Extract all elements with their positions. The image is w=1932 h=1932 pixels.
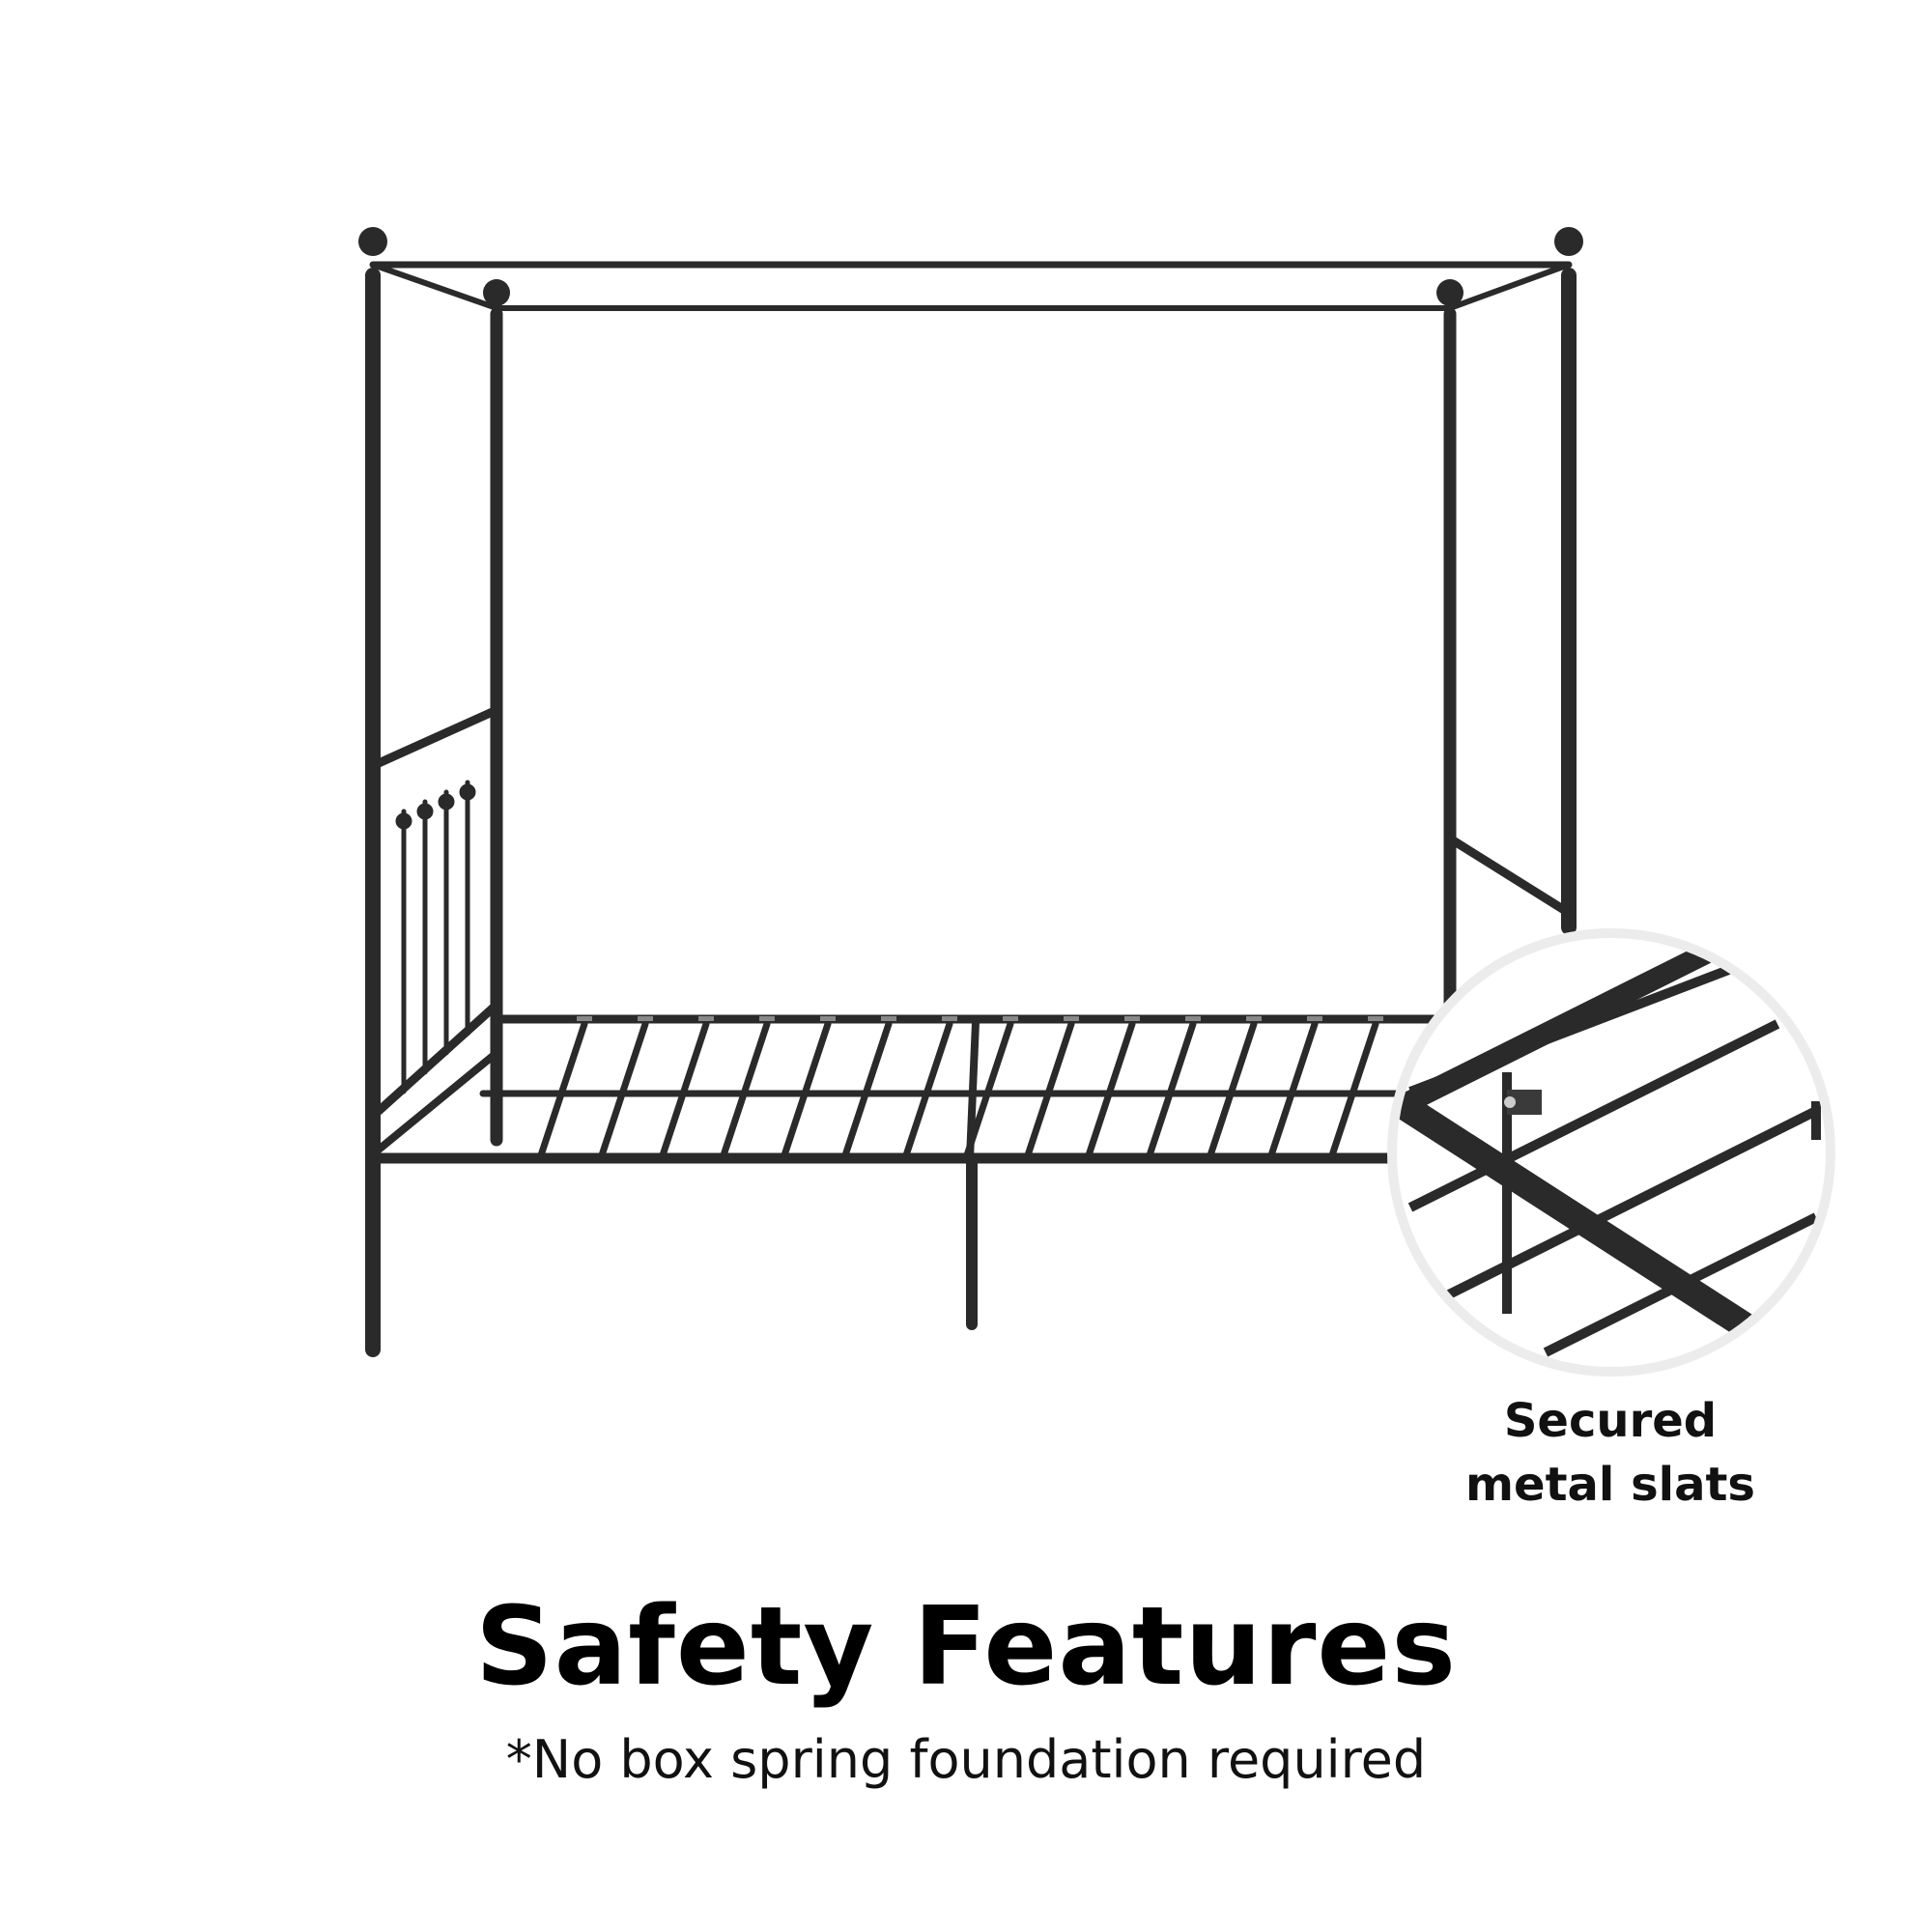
finial <box>1554 227 1583 256</box>
bed-slat <box>1267 1020 1319 1159</box>
slat-tab <box>1246 1016 1262 1021</box>
slat-tab <box>698 1016 714 1021</box>
spindle-finial <box>459 783 476 801</box>
finial <box>483 279 510 306</box>
slat-tab <box>759 1016 775 1021</box>
slat-tab <box>942 1016 957 1021</box>
callout-line-2: metal slats <box>1465 1458 1755 1512</box>
bed-slat <box>1207 1020 1258 1159</box>
slat-tab <box>1307 1016 1322 1021</box>
spindle-finial <box>416 803 434 820</box>
bed-slat <box>1024 1020 1075 1159</box>
bed-slat <box>1146 1020 1197 1159</box>
slat-tab <box>1003 1016 1018 1021</box>
bed-slat <box>598 1020 649 1159</box>
spindle-finial <box>438 793 455 810</box>
callout-caption: Secured metal slats <box>1417 1389 1804 1517</box>
spindle-finial <box>395 812 412 830</box>
bed-slat <box>841 1020 893 1159</box>
slat-tab <box>1124 1016 1140 1021</box>
frame-left-rail <box>375 1049 500 1153</box>
slat-tab <box>1368 1016 1383 1021</box>
bed-slat <box>1328 1020 1379 1159</box>
bed-slat <box>781 1020 832 1159</box>
bed-slat <box>659 1020 710 1159</box>
headboard-top <box>374 705 501 768</box>
callout-line-1: Secured <box>1503 1394 1718 1448</box>
page-title: Safety Features <box>474 1584 1458 1710</box>
finial <box>1436 279 1463 306</box>
bed-slat <box>963 1020 1014 1159</box>
footboard-top <box>1445 834 1574 918</box>
slat-tab <box>881 1016 896 1021</box>
bed-slat <box>1085 1020 1136 1159</box>
bed-slat <box>537 1020 588 1159</box>
slat-tab <box>638 1016 653 1021</box>
slat-tab <box>1185 1016 1201 1021</box>
canopy-left-rail <box>370 262 499 311</box>
bed-slat <box>720 1020 771 1159</box>
slat-tab <box>577 1016 592 1021</box>
finial <box>358 227 387 256</box>
page-subtitle: *No box spring foundation required <box>505 1729 1427 1790</box>
slat-tab <box>1064 1016 1079 1021</box>
slat-tab <box>820 1016 836 1021</box>
bed-slat <box>902 1020 953 1159</box>
canopy-right-rail <box>1447 262 1572 311</box>
